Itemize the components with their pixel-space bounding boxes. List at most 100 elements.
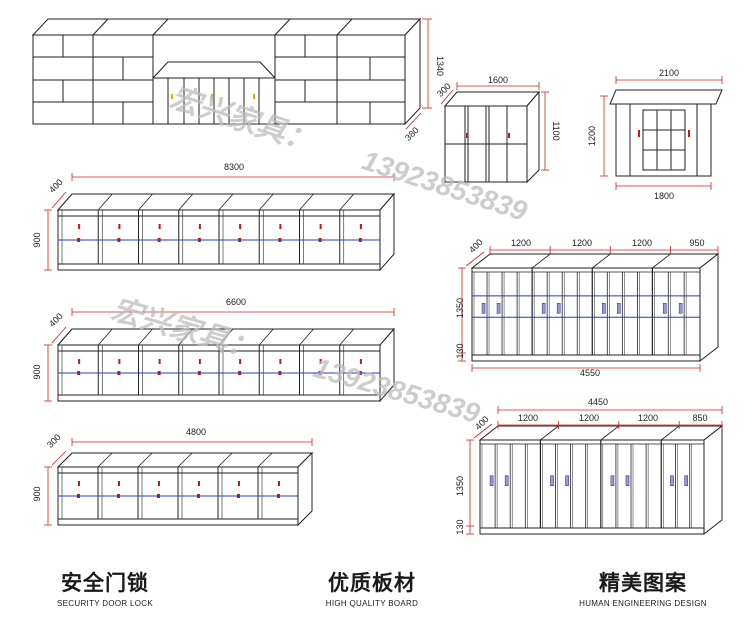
- wardrobe-4450: [466, 406, 724, 536]
- wardrobe-handle: [625, 475, 630, 487]
- counter-handle: [78, 359, 81, 364]
- wardrobe-handle: [670, 475, 674, 487]
- wardrobe-top-seam: [540, 425, 559, 441]
- small-locker: [443, 90, 541, 184]
- counter-top-slot: [339, 193, 355, 211]
- counter-handle: [118, 359, 121, 364]
- wardrobe-top-seam: [592, 253, 611, 269]
- counter-a-depth-label: 400: [47, 177, 65, 195]
- glass-cabinet-dimensions: [600, 76, 723, 190]
- wardrobe-a-seg1-label: 1200: [511, 238, 531, 248]
- wardrobe-handle: [541, 303, 546, 314]
- wardrobe-top-seam: [531, 253, 551, 269]
- counter-8300: [44, 173, 396, 272]
- glass-cabinet-bottom-width-label: 1800: [654, 191, 674, 201]
- counter-handle: [198, 224, 201, 229]
- counter-top-slot: [217, 452, 233, 468]
- dimension-depth: [51, 191, 67, 209]
- wardrobe-front: [471, 267, 701, 362]
- counter-handle: [239, 359, 242, 364]
- feature-subtitle-lock: SECURITY DOOR LOCK: [57, 599, 153, 608]
- counter-top-slot: [258, 193, 274, 211]
- wardrobe-4550: [458, 246, 720, 372]
- counter-c-height-label: 900: [32, 486, 42, 501]
- wardrobe-handle: [504, 475, 509, 487]
- wardrobe-handle: [684, 475, 689, 487]
- feature-title-design: 精美图案: [599, 571, 687, 595]
- wardrobe-handle: [610, 475, 615, 487]
- dimension-depth: [465, 251, 485, 267]
- counter-top-slot: [257, 452, 273, 468]
- counter-handle: [118, 481, 120, 486]
- counter-top-slot: [258, 328, 274, 346]
- counter-b-width-label: 6600: [226, 297, 246, 307]
- small-locker-dimensions: [440, 82, 549, 171]
- counter-top-slot: [218, 328, 234, 346]
- counter-handle: [278, 481, 280, 486]
- counter-handle: [238, 481, 240, 486]
- counter-handle: [158, 224, 161, 229]
- wardrobe-handle: [617, 303, 621, 314]
- counter-handle: [198, 481, 200, 486]
- counter-a-height-label: 900: [32, 232, 42, 247]
- small-locker-height-label: 1100: [551, 121, 561, 140]
- counter-top-slot: [299, 193, 314, 211]
- wardrobe-handle: [481, 303, 486, 314]
- small-locker-width-label: 1600: [488, 75, 508, 85]
- counter-top-slot: [138, 328, 153, 346]
- counter-handle: [198, 359, 201, 364]
- counter-b-height-label: 900: [32, 364, 42, 379]
- dimension-depth: [473, 423, 493, 439]
- counter-top-slot: [57, 328, 73, 346]
- counter-b-depth-label: 400: [47, 311, 65, 329]
- wardrobe-a-seg4-label: 950: [689, 238, 704, 248]
- glass-cabinet: [609, 89, 723, 177]
- small-locker-depth-label: 300: [435, 81, 453, 99]
- counter-top-slot: [137, 452, 153, 468]
- wardrobe-top-seam: [660, 425, 680, 441]
- feature-subtitle-board: HIGH QUALITY BOARD: [325, 599, 419, 608]
- counter-top-slot: [97, 328, 113, 346]
- counter-top-slot: [178, 193, 194, 211]
- wardrobe-top: [478, 425, 724, 441]
- counter-top-slot: [218, 193, 234, 211]
- wardrobe-b-seg4-label: 850: [692, 413, 707, 423]
- counter-handle: [319, 359, 322, 364]
- counter-handle: [78, 224, 81, 229]
- counter-handle: [118, 224, 121, 229]
- counter-handle: [239, 224, 242, 229]
- wardrobe-handle: [556, 303, 561, 314]
- wardrobe-side: [703, 424, 723, 536]
- counter-c-depth-label: 300: [45, 432, 63, 450]
- top-shelf-dimensions: [405, 18, 432, 130]
- counter-top-slot: [57, 452, 73, 468]
- wardrobe-handle: [550, 475, 554, 487]
- wardrobe-front: [479, 439, 705, 535]
- wardrobe-handle: [601, 303, 606, 314]
- wardrobe-a-plinth-label: 130: [455, 343, 465, 358]
- wardrobe-handle: [496, 303, 501, 314]
- counter-handle: [158, 481, 160, 486]
- wardrobe-a-seg3-label: 1200: [632, 238, 652, 248]
- wardrobe-b-height-label: 1350: [455, 476, 465, 496]
- wardrobe-b-total-label: 4450: [588, 397, 608, 407]
- dimension-depth: [51, 450, 67, 466]
- counter-c-width-label: 4800: [186, 427, 206, 437]
- wardrobe-b-seg1-label: 1200: [518, 413, 538, 423]
- counter-top-slot: [97, 193, 113, 211]
- counter-6600: [44, 308, 396, 403]
- feature-title-lock: 安全门锁: [61, 571, 149, 595]
- feature-subtitle-design: HUMAN ENGINEERING DESIGN: [579, 599, 707, 608]
- counter-4800: [44, 438, 314, 527]
- wardrobe-handle: [678, 303, 683, 314]
- glass-cabinet-height-label: 1200: [587, 126, 597, 146]
- wardrobe-a-seg2-label: 1200: [572, 238, 592, 248]
- counter-handle: [359, 224, 362, 229]
- counter-top-slot: [138, 193, 153, 211]
- counter-handle: [359, 359, 362, 364]
- counter-top-slot: [97, 452, 113, 468]
- wardrobe-handle: [565, 475, 569, 487]
- counter-handle: [158, 359, 161, 364]
